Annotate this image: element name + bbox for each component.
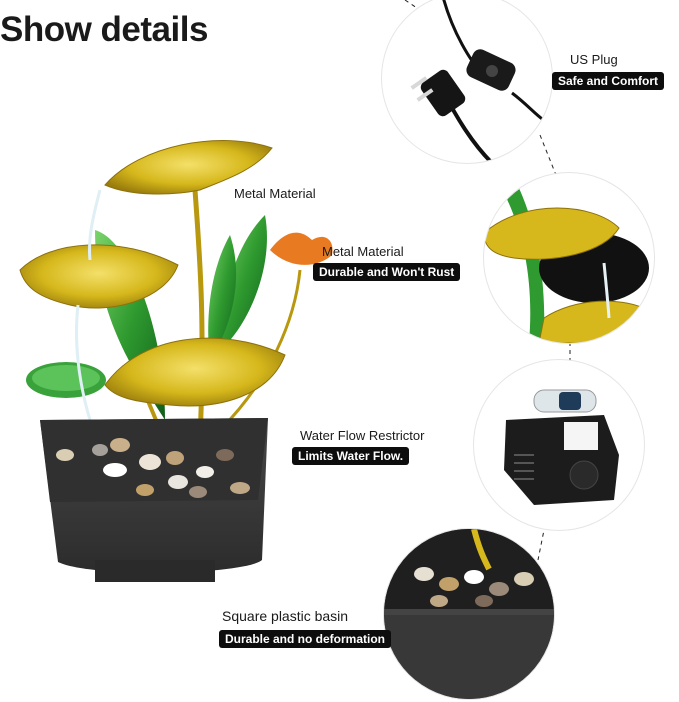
feature-tag-durable-no-deformation: Durable and no deformation [219,630,392,648]
detail-circle-plug [381,0,553,164]
detail-circle-basin [383,528,555,700]
feature-tag-safe-comfort: Safe and Comfort [552,72,665,90]
basin-closeup-icon [384,529,554,699]
metal-leaf-closeup-icon [484,188,654,343]
feature-tag-durable-wont-rust: Durable and Won't Rust [313,263,461,281]
feature-label-metal-material-2: Metal Material [322,244,404,259]
feature-tag-limits-water-flow: Limits Water Flow. [292,447,410,465]
feature-label-us-plug: US Plug [570,52,618,67]
fountain-product-image [19,139,333,582]
plug-icon [410,0,552,163]
water-pump-icon [504,389,619,505]
feature-label-water-flow-restrictor: Water Flow Restrictor [300,428,425,443]
page-title: Show details [0,10,208,49]
detail-circle-pump [473,359,645,531]
detail-circle-metal [483,172,655,344]
feature-label-square-plastic-basin: Square plastic basin [222,608,349,624]
feature-label-metal-material: Metal Material [234,186,316,201]
